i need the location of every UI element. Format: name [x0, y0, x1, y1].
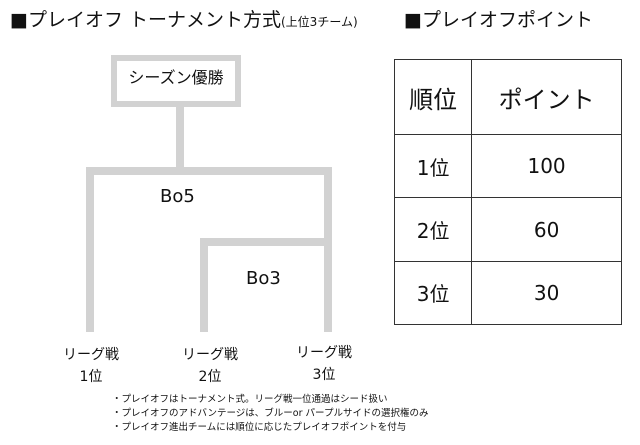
team-seed-1: リーグ戦 1位: [53, 344, 129, 388]
bracket-line-outer-left: [86, 167, 94, 332]
table-row: 3位 30: [393, 260, 622, 326]
notes: ・プレイオフはトーナメント式。リーグ戦一位通過はシード扱い ・プレイオフのアドバ…: [112, 393, 428, 435]
bracket-line-outer-horizontal: [86, 167, 332, 175]
bracket-diagram: シーズン優勝 Bo5 Bo3 リーグ戦 1位 リーグ戦 2位 リーグ戦 3位: [53, 55, 362, 388]
table-row: 2位 60: [393, 197, 622, 262]
match-label-bo5: Bo5: [160, 186, 195, 207]
table-row: 1位 100: [393, 134, 622, 199]
team-seed-3: リーグ戦 3位: [286, 342, 362, 386]
team-seed-1-rank: 1位: [79, 369, 103, 385]
team-seed-3-label: リーグ戦: [296, 345, 352, 361]
note-line: ・プレイオフ進出チームには順位に応じたプレイオフポイントを付与: [112, 422, 407, 433]
note-line: ・プレイオフのアドバンテージは、ブルーor パープルサイドの選択権のみ: [112, 408, 429, 419]
team-seed-2-rank: 2位: [198, 369, 222, 385]
bracket-line-top: [176, 101, 184, 167]
points-cell: 60: [471, 197, 622, 262]
header-points: ポイント: [471, 58, 622, 136]
bracket-line-outer-right: [324, 167, 332, 332]
points-cell: 100: [471, 134, 622, 199]
tournament-title: ■プレイオフ トーナメント方式: [10, 9, 281, 31]
points-heading: ■プレイオフポイント: [404, 9, 593, 31]
team-seed-3-rank: 3位: [312, 367, 336, 383]
rank-cell: 3位: [393, 260, 473, 326]
rank-cell: 2位: [393, 197, 473, 262]
team-seed-2-label: リーグ戦: [182, 347, 238, 363]
header-rank: 順位: [393, 58, 473, 136]
table-header-row: 順位 ポイント: [393, 58, 622, 136]
rank-cell: 1位: [393, 134, 473, 199]
winner-label: シーズン優勝: [128, 68, 224, 87]
match-label-bo3: Bo3: [246, 268, 281, 289]
points-table: 順位 ポイント 1位 100 2位 60 3位 30: [393, 58, 622, 326]
bracket-line-inner-horizontal: [200, 238, 324, 246]
team-seed-1-label: リーグ戦: [63, 347, 119, 363]
points-cell: 30: [471, 260, 622, 326]
team-seed-2: リーグ戦 2位: [172, 344, 248, 388]
tournament-heading: ■プレイオフ トーナメント方式(上位3チーム): [10, 8, 358, 34]
tournament-subtitle: (上位3チーム): [281, 15, 358, 29]
note-line: ・プレイオフはトーナメント式。リーグ戦一位通過はシード扱い: [112, 394, 388, 405]
bracket-line-inner-left: [200, 238, 208, 332]
